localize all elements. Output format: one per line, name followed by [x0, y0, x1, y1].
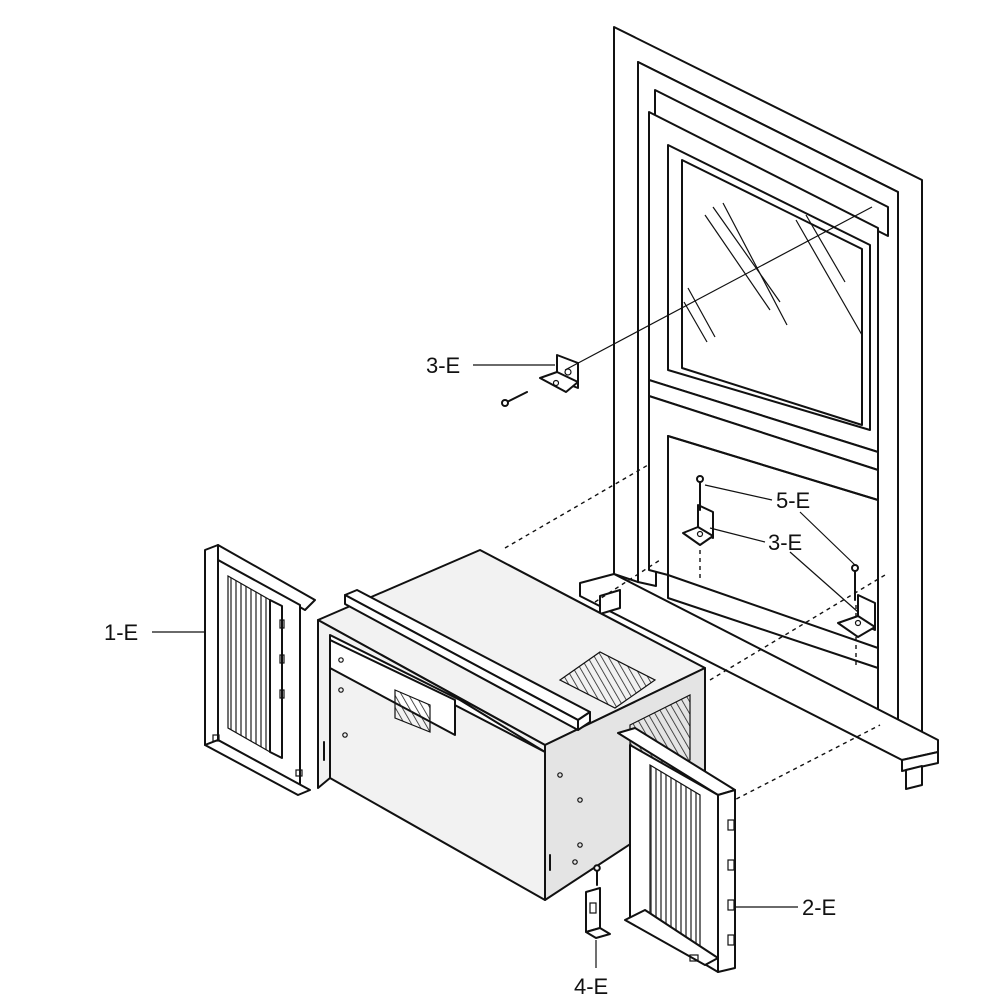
callout-label-3-e-lower: 3-E: [768, 530, 802, 555]
callout-label-4-e: 4-E: [574, 974, 608, 999]
right-side-curtain: [617, 727, 736, 973]
upper-bracket-guide-line: [564, 206, 873, 371]
sill-bracket-left: [682, 475, 714, 546]
callout-3-e-upper: 3-E: [426, 353, 555, 378]
callout-label-2-e: 2-E: [802, 895, 836, 920]
callout-2-e: 2-E: [736, 895, 836, 920]
glass-reflection-lines: [683, 202, 863, 343]
callout-1-e: 1-E: [104, 620, 206, 645]
callout-label-1-e: 1-E: [104, 620, 138, 645]
callout-label-3-e-upper: 3-E: [426, 353, 460, 378]
left-side-curtain: [204, 544, 316, 796]
callout-label-5-e: 5-E: [776, 488, 810, 513]
callout-5-e: 5-E: [704, 484, 856, 566]
bottom-bracket: [585, 864, 611, 939]
sill-bracket-right: [837, 564, 876, 638]
window-frame: [579, 26, 939, 790]
callout-4-e: 4-E: [574, 940, 608, 999]
callout-3-e-lower: 3-E: [709, 527, 859, 613]
upper-screw: [501, 391, 528, 407]
upper-bracket: [539, 354, 579, 393]
